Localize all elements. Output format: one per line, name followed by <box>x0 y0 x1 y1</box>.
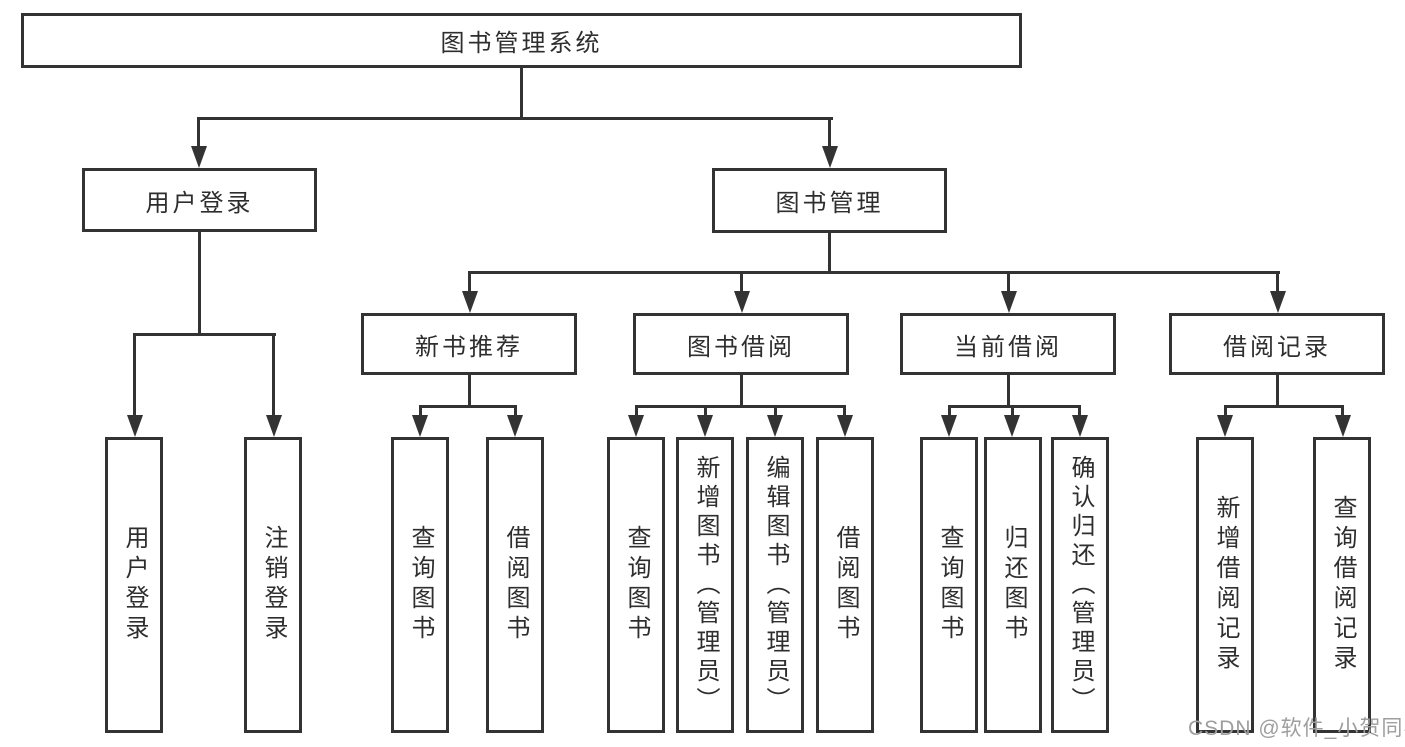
connector-line <box>774 405 777 418</box>
node-root: 图书管理系统 <box>21 13 1022 68</box>
connector-line <box>740 271 743 295</box>
arrow-down-icon <box>767 415 783 437</box>
node-book-management: 图书管理 <box>712 168 947 233</box>
arrow-down-icon <box>1217 415 1233 437</box>
leaf-cb-confirm-return-admin: 确认归还（管理员） <box>1051 437 1109 733</box>
connector-line <box>704 405 707 418</box>
connector-line <box>1276 375 1279 407</box>
connector-line <box>419 405 422 418</box>
connector-line <box>843 405 846 418</box>
leaf-rec-borrow-books: 借阅图书 <box>486 437 544 733</box>
arrow-down-icon <box>628 415 644 437</box>
arrow-down-icon <box>941 415 957 437</box>
connector-line <box>1341 405 1344 418</box>
connector-line <box>419 405 517 408</box>
arrow-down-icon <box>734 291 750 313</box>
leaf-logout: 注销登录 <box>244 437 302 733</box>
connector-line <box>1007 271 1010 295</box>
connector-line <box>948 405 951 418</box>
arrow-down-icon <box>1001 291 1017 313</box>
connector-line <box>133 333 276 336</box>
leaf-rec-query-books: 查询图书 <box>391 437 449 733</box>
leaf-br-query-record: 查询借阅记录 <box>1313 437 1371 733</box>
leaf-bb-query-books: 查询图书 <box>607 437 665 733</box>
node-book-borrowing: 图书借阅 <box>633 313 849 375</box>
leaf-bb-borrow-books: 借阅图书 <box>816 437 874 733</box>
connector-line <box>635 405 846 408</box>
connector-line <box>272 333 275 417</box>
connector-line <box>828 233 831 274</box>
leaf-cb-return-books: 归还图书 <box>984 437 1042 733</box>
connector-line <box>828 117 831 149</box>
arrow-down-icon <box>191 146 207 168</box>
connector-line <box>635 405 638 418</box>
connector-line <box>197 117 833 120</box>
connector-line <box>520 68 523 120</box>
connector-line <box>1078 405 1081 418</box>
arrow-down-icon <box>127 415 143 437</box>
leaf-bb-edit-books-admin: 编辑图书（管理员） <box>746 437 804 733</box>
connector-line <box>197 117 200 149</box>
connector-line <box>1276 271 1279 295</box>
node-current-borrowing: 当前借阅 <box>900 313 1116 375</box>
arrow-down-icon <box>412 415 428 437</box>
arrow-down-icon <box>1072 415 1088 437</box>
connector-line <box>1224 405 1227 418</box>
connector-line <box>948 405 1081 408</box>
connector-line <box>133 333 136 417</box>
leaf-user-login: 用户登录 <box>105 437 163 733</box>
connector-line <box>468 271 1280 274</box>
connector-line <box>740 375 743 407</box>
connector-line <box>468 375 471 407</box>
arrow-down-icon <box>1335 415 1351 437</box>
arrow-down-icon <box>507 415 523 437</box>
csdn-watermark: CSDN @软件_小贺同学 <box>1188 717 1405 740</box>
arrow-down-icon <box>266 415 282 437</box>
arrow-down-icon <box>837 415 853 437</box>
connector-line <box>514 405 517 418</box>
node-new-book-recommendation: 新书推荐 <box>361 313 577 375</box>
connector-line <box>1224 405 1344 408</box>
arrow-down-icon <box>462 291 478 313</box>
connector-line <box>468 271 471 295</box>
arrow-down-icon <box>1004 415 1020 437</box>
arrow-down-icon <box>822 146 838 168</box>
node-user-login: 用户登录 <box>82 168 317 232</box>
node-borrowing-records: 借阅记录 <box>1169 313 1385 375</box>
connector-line <box>1007 375 1010 407</box>
arrow-down-icon <box>1270 291 1286 313</box>
connector-line <box>1011 405 1014 418</box>
connector-line <box>198 232 201 335</box>
arrow-down-icon <box>697 415 713 437</box>
leaf-bb-add-books-admin: 新增图书（管理员） <box>676 437 734 733</box>
leaf-br-add-record: 新增借阅记录 <box>1196 437 1254 733</box>
leaf-cb-query-books: 查询图书 <box>920 437 978 733</box>
